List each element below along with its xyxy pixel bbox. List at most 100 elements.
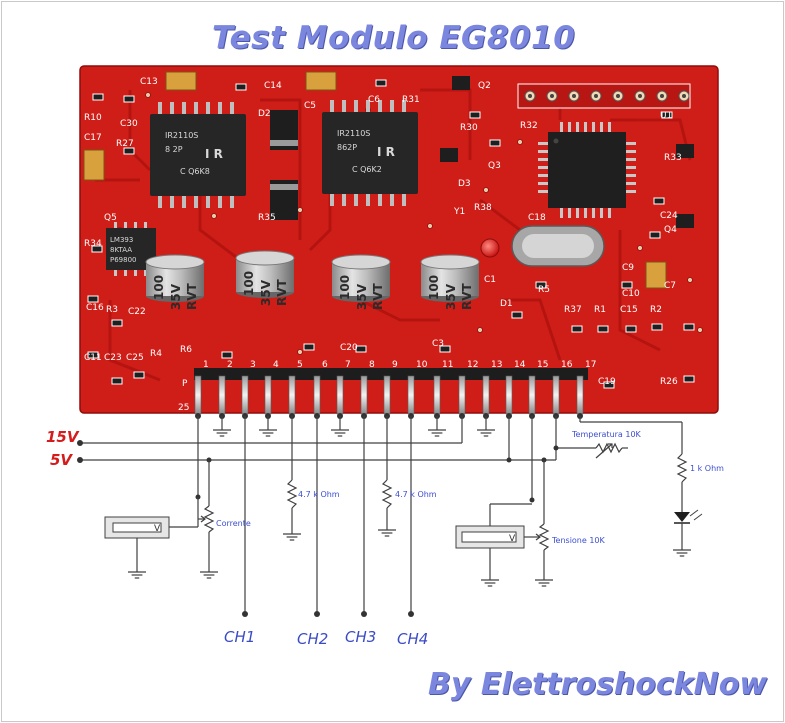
pin-number: 3 [250, 360, 256, 370]
silkscreen-designator: C9 [622, 263, 634, 273]
pin-number: 11 [442, 360, 453, 370]
header-mark-p: P [182, 379, 188, 389]
label-resistor-ch2: 4.7 k Ohm [298, 490, 340, 499]
silkscreen-designator: R31 [402, 95, 420, 105]
silkscreen-designator: Q4 [664, 225, 677, 235]
crystal-y1 [511, 225, 605, 267]
silkscreen-designator: Q2 [478, 81, 491, 91]
silkscreen-designator: C24 [660, 211, 678, 221]
cap-voltage: 35V [444, 283, 458, 310]
header-pin [264, 375, 272, 415]
cap-voltage: 35V [169, 283, 183, 310]
supply-label-15v: 15V [46, 428, 79, 446]
silkscreen-designator: R1 [594, 305, 606, 315]
chip-marking-3: I R [205, 147, 223, 161]
chip-eg8010-qfp [538, 122, 636, 218]
header-pins [194, 375, 584, 419]
chip-marking-1: IR2110S [165, 131, 198, 140]
pin-number: 5 [297, 360, 303, 370]
silkscreen-designator: Q5 [104, 213, 117, 223]
ground-symbols [213, 429, 495, 437]
silkscreen-designator: R4 [150, 349, 162, 359]
silkscreen-designator: C22 [128, 307, 146, 317]
silkscreen-designator: C7 [664, 281, 676, 291]
silkscreen-designator: R38 [474, 203, 492, 213]
page-title: Test Modulo EG8010 [212, 20, 576, 56]
pin-number: 16 [561, 360, 573, 370]
corrente-voltmeter: V [104, 497, 199, 572]
chip-marking-2: 8 2P [165, 145, 183, 154]
wiring [80, 416, 683, 614]
silkscreen-designator: Y1 [453, 207, 465, 217]
header-pin [360, 375, 368, 415]
header-pin [505, 375, 513, 415]
silkscreen-designator: R6 [180, 345, 192, 355]
cap-c4: 100 35V RVT [331, 254, 391, 310]
temperatura-potentiometer [595, 442, 628, 459]
silkscreen-designator: C5 [304, 101, 316, 111]
silkscreen-designator: R10 [84, 113, 102, 123]
silkscreen-designator: C10 [622, 289, 640, 299]
chip-marking-1: IR2110S [337, 129, 370, 138]
header-pin [552, 375, 560, 415]
resistor-4k7-ch2 [286, 479, 298, 534]
silkscreen-designator: R34 [84, 239, 102, 249]
cap-voltage: 35V [355, 283, 369, 310]
header-pin [288, 375, 296, 415]
cap-value: 100 [427, 275, 441, 300]
pin-number: 2 [227, 360, 233, 370]
header-pin [194, 375, 202, 415]
silkscreen-designator: C1 [484, 275, 496, 285]
chip-marking-1: LM393 [110, 236, 133, 244]
voltmeter-symbol: V [509, 534, 516, 544]
silkscreen-designator: U1 [660, 111, 672, 121]
pin-number: 17 [585, 360, 596, 370]
silkscreen-designator: C3 [432, 339, 444, 349]
header-mark-25: 25 [178, 403, 189, 413]
pin-number: 7 [345, 360, 351, 370]
pin-number: 14 [514, 360, 526, 370]
silkscreen-designator: C17 [84, 133, 102, 143]
led-resistor-1k [676, 453, 688, 512]
header-pin [218, 375, 226, 415]
header-pin [383, 375, 391, 415]
silkscreen-designator: R37 [564, 305, 582, 315]
channel-label-ch1: CH1 [224, 628, 256, 646]
silkscreen-designator: C19 [598, 377, 616, 387]
label-resistor-ch3: 4.7 k Ohm [395, 490, 437, 499]
silkscreen-designator: R35 [258, 213, 276, 223]
cap-c2: 100 35V RVT [420, 254, 480, 310]
cap-series: RVT [460, 282, 474, 310]
pin-number: 6 [322, 360, 328, 370]
pin-number: 10 [416, 360, 428, 370]
smd-parts [87, 79, 695, 389]
silkscreen-designator: C23 [104, 353, 122, 363]
silkscreen-designator: R2 [650, 305, 662, 315]
header-pin [241, 375, 249, 415]
tensione-voltmeter: V [455, 503, 532, 580]
diode-d2 [270, 110, 298, 150]
chip-marking-3: I R [377, 145, 395, 159]
silkscreen-designator: C13 [140, 77, 158, 87]
silkscreen-designator: R3 [106, 305, 118, 315]
pin-number: 12 [467, 360, 478, 370]
cap-series: RVT [371, 282, 385, 310]
silkscreen-designator: D1 [500, 299, 513, 309]
silkscreen-designator: C18 [528, 213, 546, 223]
silkscreen-designator: R27 [116, 139, 134, 149]
header-pin [407, 375, 415, 415]
pin-number: 15 [537, 360, 548, 370]
pin-number: 8 [369, 360, 375, 370]
pin-number: 9 [392, 360, 398, 370]
tensione-potentiometer [532, 460, 550, 580]
header-pin [336, 375, 344, 415]
bottom-ground-symbols [128, 529, 691, 587]
silkscreen-designator: R30 [460, 123, 478, 133]
cap-c8: 100 35V RVT [235, 250, 295, 306]
header-pin [576, 375, 584, 415]
silkscreen-designator: R5 [538, 285, 550, 295]
tantalum-caps [83, 71, 667, 289]
